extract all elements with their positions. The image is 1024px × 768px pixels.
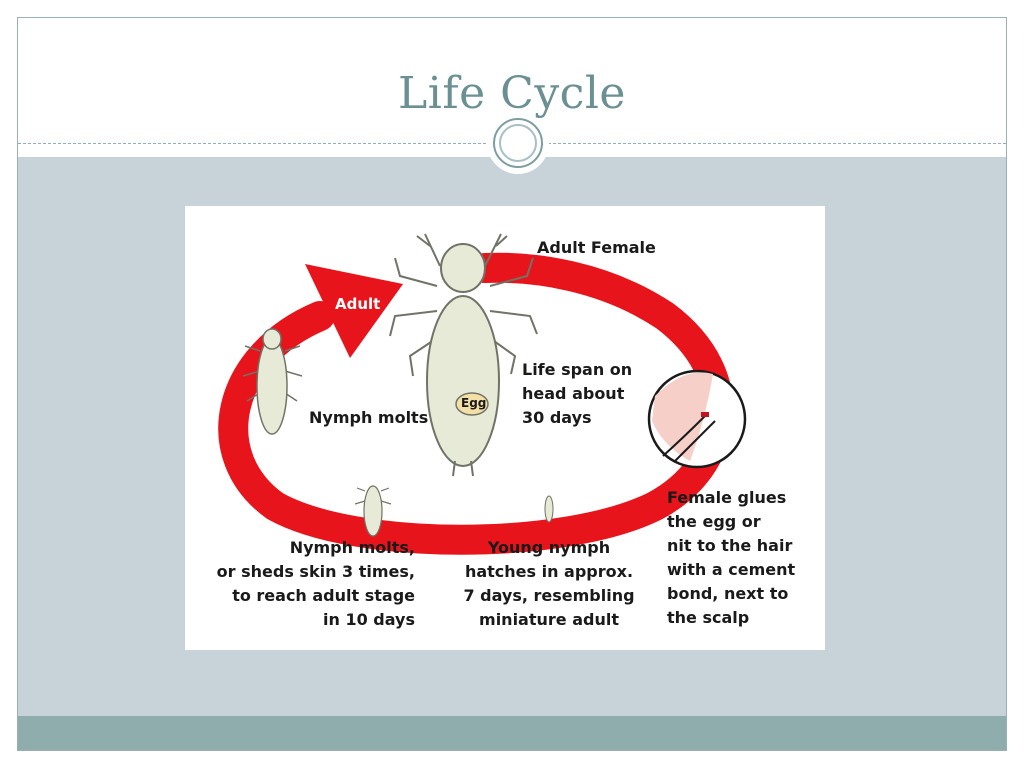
label-female-glues: Female glues the egg or nit to the hair … (667, 488, 796, 627)
ornament-inner-ring (499, 124, 537, 162)
diagram-artwork (218, 233, 747, 555)
slide-title: Life Cycle (398, 68, 626, 119)
hair-nit-magnifier-icon (647, 369, 747, 469)
adult-female-louse-icon (389, 233, 538, 477)
nymph-left-icon (242, 328, 303, 435)
slide: Life Cycle (17, 17, 1007, 751)
life-cycle-diagram: Adult Adult Female Life span on head abo… (185, 206, 825, 650)
ornament-outer-ring (493, 118, 543, 168)
label-life-span: Life span on head about 30 days (522, 360, 633, 427)
label-nymph-molts-stages: Nymph molts, or sheds skin 3 times, to r… (216, 538, 415, 629)
label-adult-female: Adult Female (537, 238, 656, 257)
arrow-label-adult: Adult (335, 295, 381, 313)
young-nymph-icon (544, 495, 554, 523)
label-egg: Egg (461, 396, 487, 410)
circle-ornament-icon (487, 112, 549, 174)
label-young-nymph: Young nymph hatches in approx. 7 days, r… (463, 538, 635, 629)
title-area: Life Cycle (18, 18, 1006, 144)
nymph-small-icon (354, 485, 392, 537)
cycle-ring (218, 252, 734, 555)
footer-band (18, 716, 1006, 750)
label-nymph-molts: Nymph molts (309, 408, 429, 427)
egg-marker-icon (455, 392, 489, 416)
cycle-arrowhead (305, 264, 403, 358)
